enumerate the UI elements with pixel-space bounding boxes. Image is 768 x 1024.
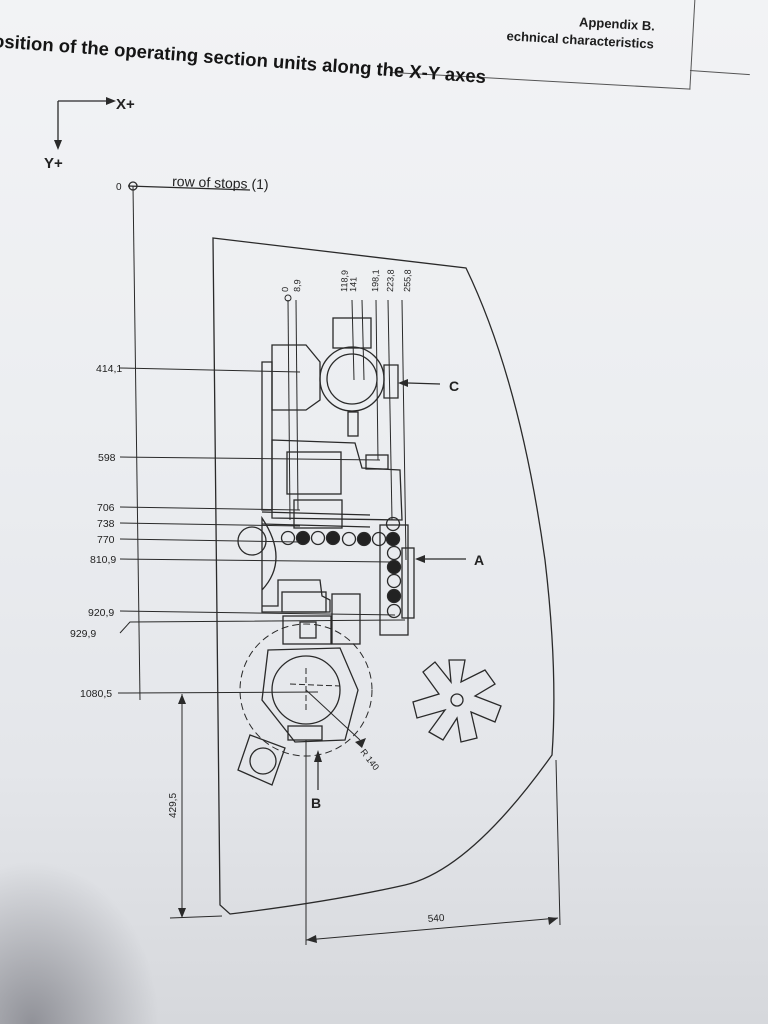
callout-b: B [311,795,321,811]
x-dimension-lines [284,294,407,561]
stop-row-horizontal [280,516,401,547]
star-wheel [412,659,502,743]
dim-598: 598 [98,452,116,464]
dim-929: 929,9 [70,628,96,640]
y-axis-label: Y+ [44,155,63,172]
dim-1080: 1080,5 [80,688,112,700]
stops-leader [127,185,251,191]
lower-brackets [281,591,361,645]
page-shadow [0,860,160,1024]
dim-738: 738 [97,518,115,530]
callout-a: A [474,552,484,568]
machine-outline [212,237,555,915]
x-axis-label: X+ [116,96,135,113]
callout-c: C [449,378,459,394]
unit-c-head [261,317,399,511]
dim-x-118: 118,9 [339,270,350,292]
dim-429: 429,5 [168,793,179,818]
stops-label: row of stops (1) [172,173,269,192]
unit-b-head [237,647,359,786]
radius-label: R 140 [358,747,381,772]
dim-540: 540 [427,913,445,925]
horizontal-dimension [305,740,561,945]
dim-920: 920,9 [88,607,114,619]
dim-x-255: 255,8 [402,269,413,292]
dim-810: 810,9 [90,554,116,566]
dim-x-8: 8,9 [292,279,302,292]
stop-column-vertical [379,524,415,636]
dim-x-141: 141 [348,277,359,292]
dim-x-0: 0 [280,287,290,292]
dim-x-198: 198,1 [370,269,381,292]
axes-indicator [54,97,116,150]
origin-reference-line [132,185,141,701]
dim-414: 414,1 [96,363,122,375]
origin-label: 0 [116,182,122,193]
dim-770: 770 [97,534,115,546]
dim-x-223: 223,8 [385,269,396,292]
middle-block [237,439,403,613]
vertical-dimension [169,694,223,919]
dim-706: 706 [97,502,115,514]
